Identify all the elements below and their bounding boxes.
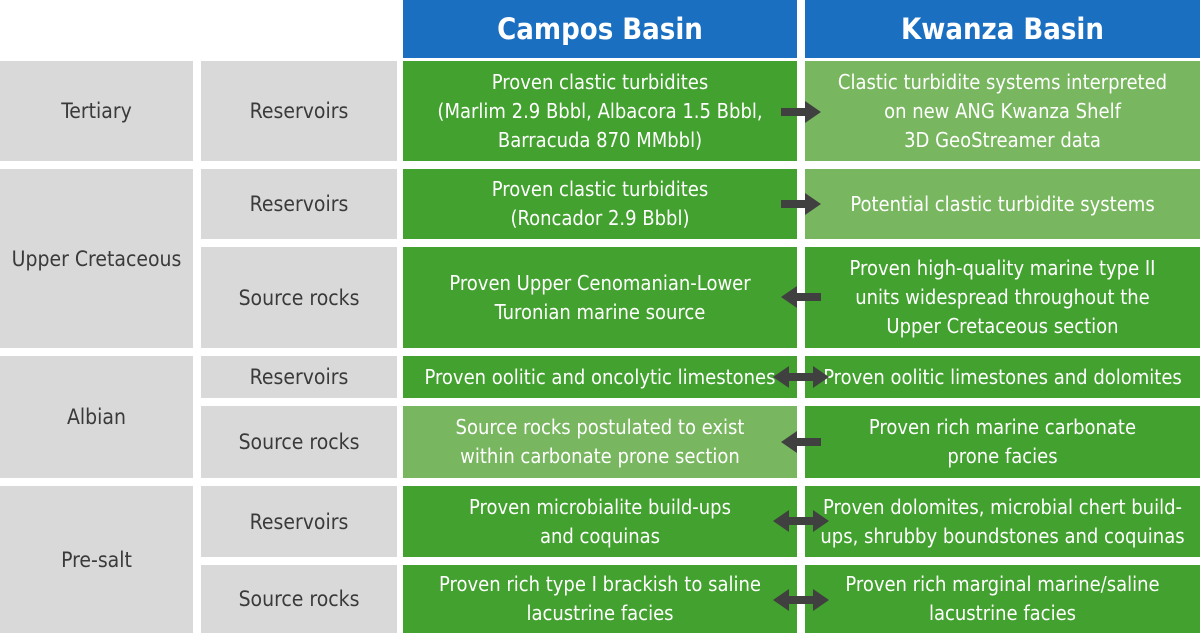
kwanza-basin-header-label: Kwanza Basin bbox=[901, 12, 1104, 46]
campos-cell-row-4: Proven oolitic and oncolytic limestones bbox=[403, 356, 797, 398]
kwanza-text: Proven rich marginal marine/saline lacus… bbox=[845, 572, 1160, 625]
campos-cell-row-2: Proven clastic turbidites (Roncador 2.9 … bbox=[403, 169, 797, 239]
campos-text: Proven clastic turbidites (Roncador 2.9 … bbox=[491, 177, 709, 230]
campos-basin-header-label: Campos Basin bbox=[497, 12, 703, 46]
arrow-left-icon bbox=[781, 431, 821, 453]
campos-text: Source rocks postulated to exist within … bbox=[455, 415, 745, 468]
age-tertiary: Tertiary bbox=[0, 61, 193, 161]
age-upper-cretaceous-label: Upper Cretaceous bbox=[11, 246, 182, 271]
type-cell-row-6: Reservoirs bbox=[201, 486, 397, 557]
type-cell-row-1: Reservoirs bbox=[201, 61, 397, 161]
type-label: Source rocks bbox=[238, 285, 360, 310]
type-label: Reservoirs bbox=[249, 99, 349, 123]
age-albian: Albian bbox=[0, 356, 193, 478]
age-pre-salt: Pre-salt bbox=[0, 486, 193, 633]
arrow-right-icon bbox=[781, 193, 821, 215]
kwanza-cell-row-2: Potential clastic turbidite systems bbox=[805, 169, 1200, 239]
campos-text: Proven Upper Cenomanian-Lower Turonian m… bbox=[449, 270, 751, 324]
type-label: Source rocks bbox=[238, 587, 360, 611]
type-cell-row-7: Source rocks bbox=[201, 565, 397, 633]
campos-cell-row-7: Proven rich type I brackish to saline la… bbox=[403, 565, 797, 633]
kwanza-basin-header: Kwanza Basin bbox=[805, 0, 1200, 58]
type-cell-row-4: Reservoirs bbox=[201, 356, 397, 398]
kwanza-text: Proven high-quality marine type II units… bbox=[849, 256, 1156, 338]
campos-basin-header: Campos Basin bbox=[403, 0, 797, 58]
type-label: Reservoirs bbox=[249, 509, 349, 534]
type-label: Reservoirs bbox=[249, 192, 349, 216]
kwanza-cell-row-4: Proven oolitic limestones and dolomites bbox=[805, 356, 1200, 398]
arrow-left-icon bbox=[781, 286, 821, 308]
double-arrow-icon bbox=[773, 510, 829, 532]
campos-cell-row-6: Proven microbialite build-ups and coquin… bbox=[403, 486, 797, 557]
age-albian-label: Albian bbox=[67, 405, 126, 429]
campos-text: Proven rich type I brackish to saline la… bbox=[439, 572, 761, 625]
kwanza-cell-row-5: Proven rich marine carbonate prone facie… bbox=[805, 406, 1200, 478]
type-label: Source rocks bbox=[238, 430, 360, 454]
kwanza-cell-row-1: Clastic turbidite systems interpreted on… bbox=[805, 61, 1200, 161]
type-cell-row-5: Source rocks bbox=[201, 406, 397, 478]
kwanza-text: Proven rich marine carbonate prone facie… bbox=[868, 415, 1137, 468]
age-pre-salt-label: Pre-salt bbox=[61, 547, 132, 572]
campos-cell-row-3: Proven Upper Cenomanian-Lower Turonian m… bbox=[403, 247, 797, 348]
kwanza-cell-row-6: Proven dolomites, microbial chert build-… bbox=[805, 486, 1200, 557]
kwanza-cell-row-7: Proven rich marginal marine/saline lacus… bbox=[805, 565, 1200, 633]
campos-cell-row-1: Proven clastic turbidites (Marlim 2.9 Bb… bbox=[403, 61, 797, 161]
kwanza-cell-row-3: Proven high-quality marine type II units… bbox=[805, 247, 1200, 348]
double-arrow-icon bbox=[773, 366, 829, 388]
campos-text: Proven oolitic and oncolytic limestones bbox=[424, 364, 776, 389]
campos-text: Proven clastic turbidites (Marlim 2.9 Bb… bbox=[437, 69, 763, 152]
kwanza-text: Potential clastic turbidite systems bbox=[850, 191, 1155, 216]
kwanza-text: Proven dolomites, microbial chert build-… bbox=[820, 494, 1185, 548]
type-label: Reservoirs bbox=[249, 365, 349, 389]
kwanza-text: Clastic turbidite systems interpreted on… bbox=[837, 69, 1168, 152]
campos-cell-row-5: Source rocks postulated to exist within … bbox=[403, 406, 797, 478]
type-cell-row-2: Reservoirs bbox=[201, 169, 397, 239]
campos-text: Proven microbialite build-ups and coquin… bbox=[469, 494, 731, 548]
age-upper-cretaceous: Upper Cretaceous bbox=[0, 169, 193, 348]
age-tertiary-label: Tertiary bbox=[61, 99, 132, 123]
type-cell-row-3: Source rocks bbox=[201, 247, 397, 348]
arrow-right-icon bbox=[781, 101, 821, 123]
kwanza-text: Proven oolitic limestones and dolomites bbox=[823, 364, 1182, 389]
double-arrow-icon bbox=[773, 589, 829, 611]
